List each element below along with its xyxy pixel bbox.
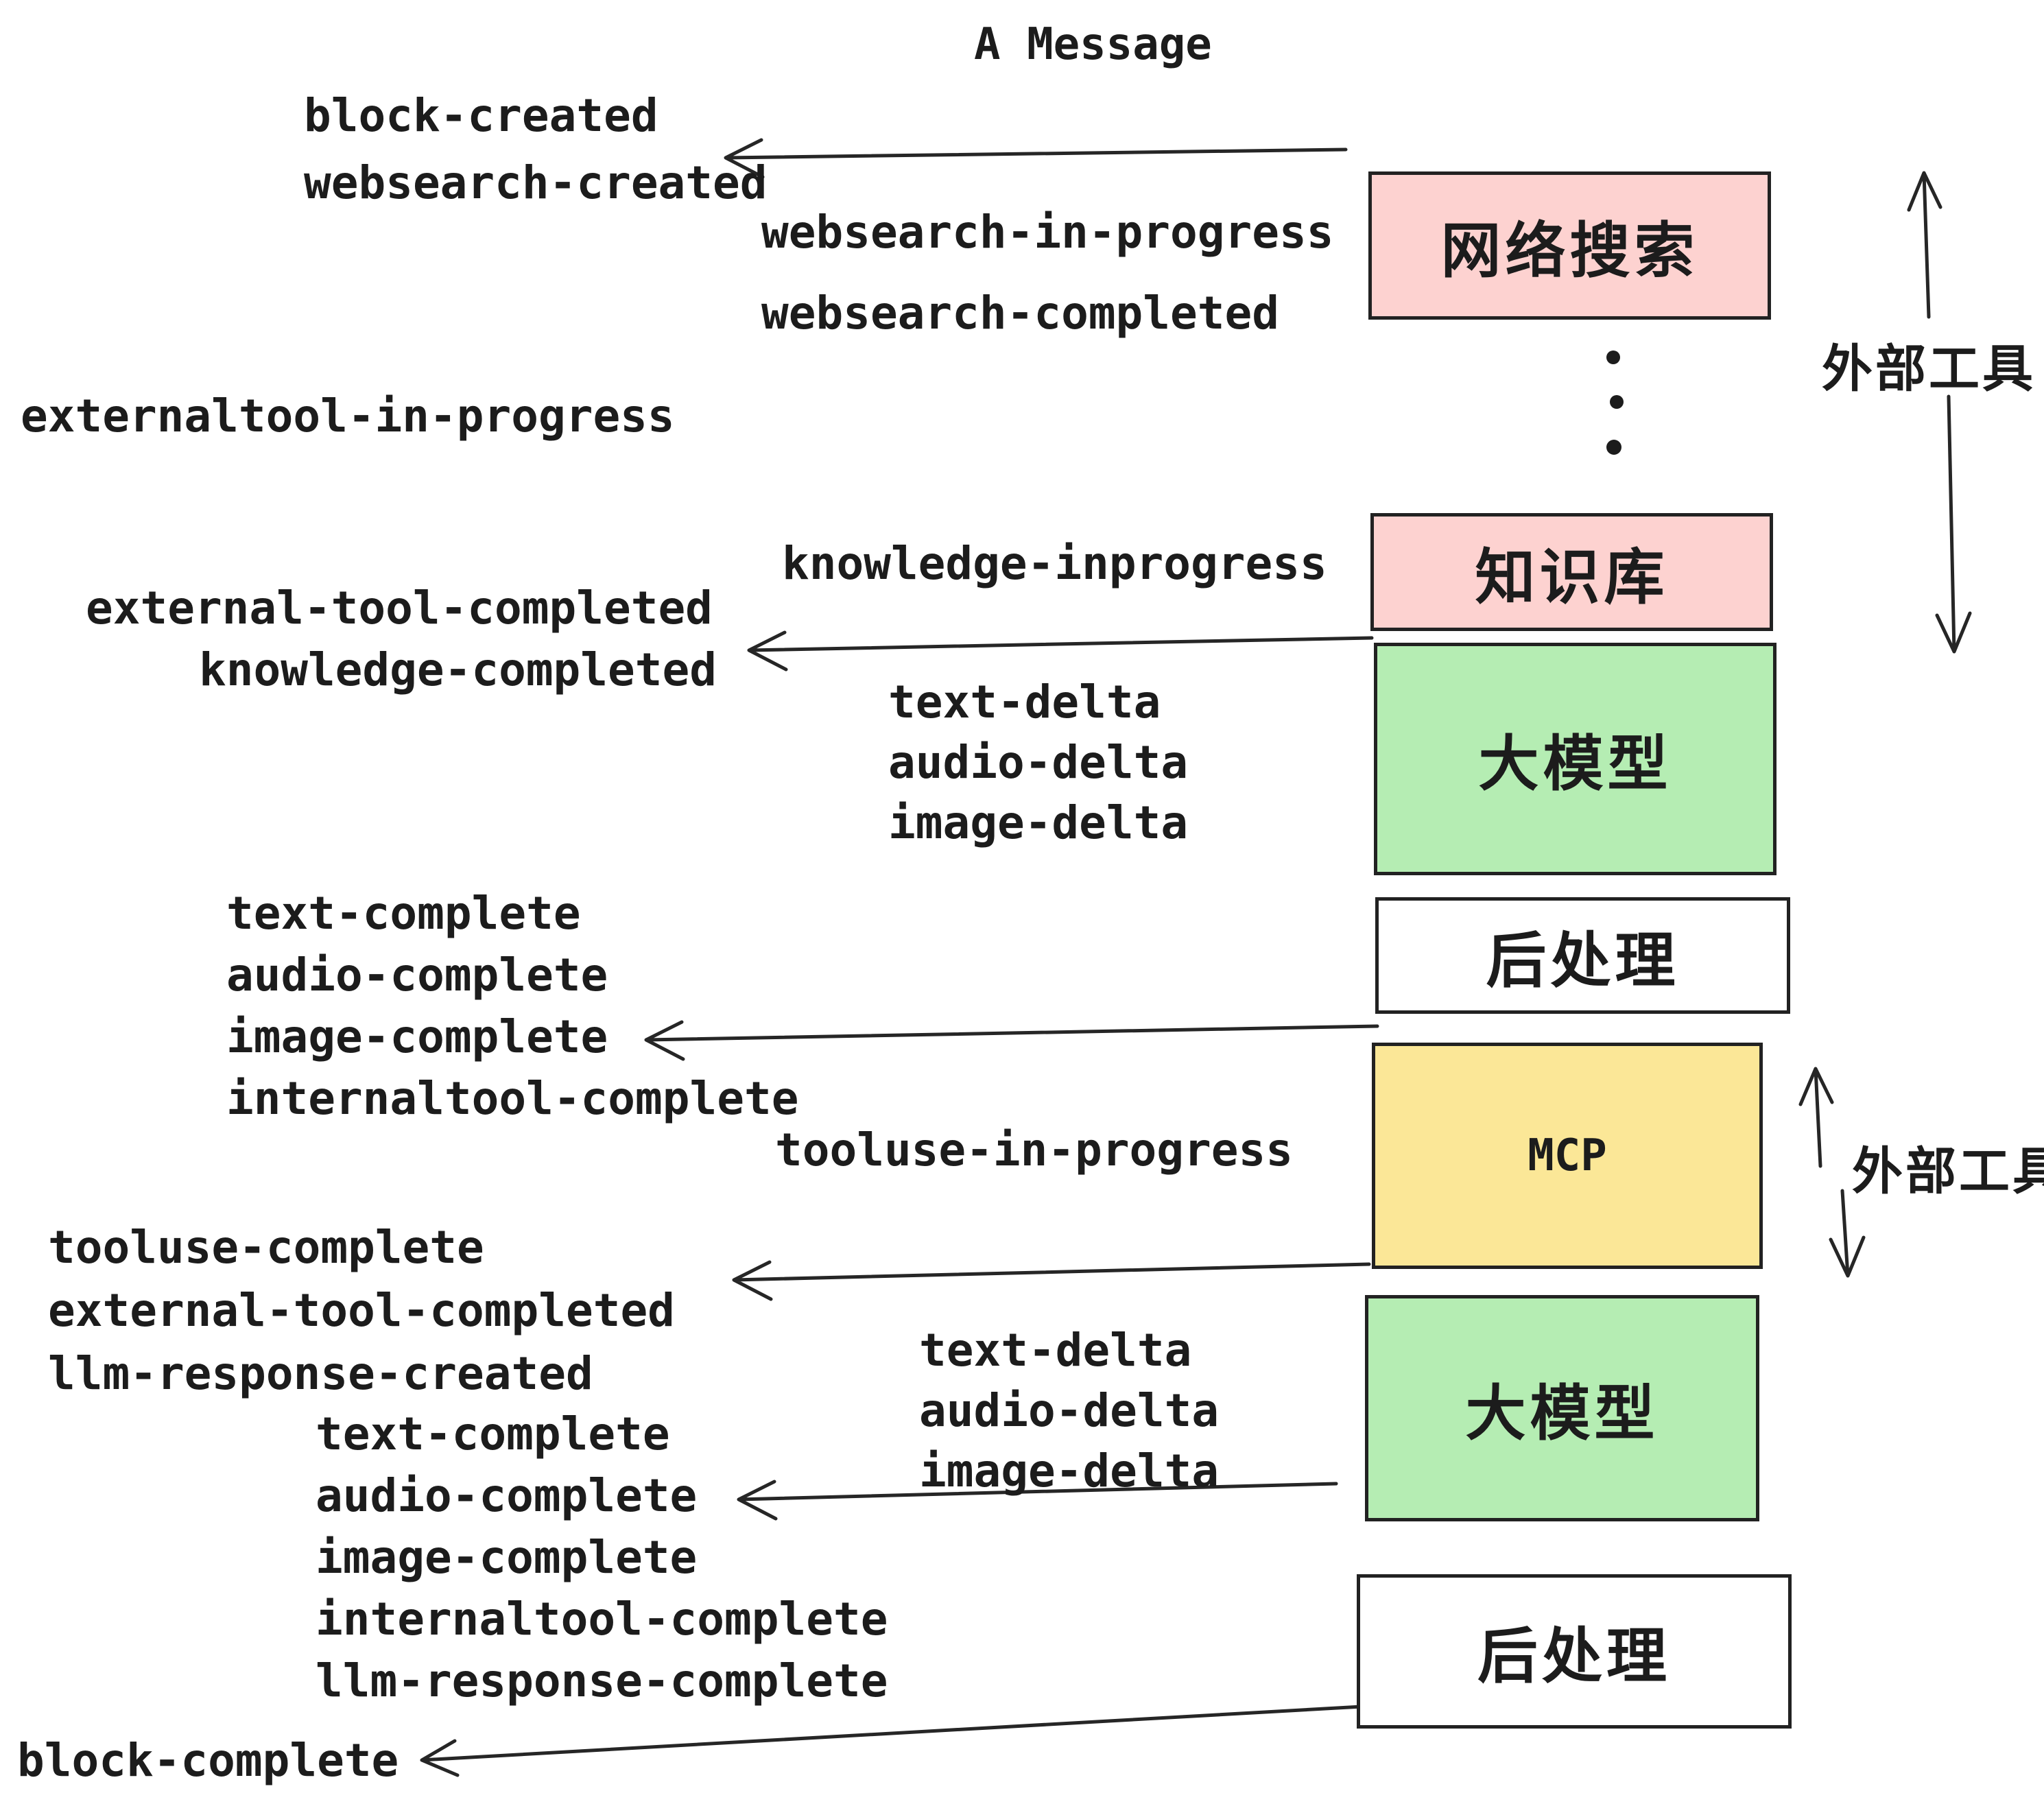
arrow-external-tools-mid-up (1798, 1067, 1834, 1168)
event-websearch-in-progress: websearch-in-progress (761, 206, 1334, 259)
box-postprocess-top-label: 后处理 (1486, 925, 1680, 996)
box-knowledge-label: 知识库 (1475, 541, 1669, 613)
arrow-llm-to-knowledge-completed (747, 630, 1374, 672)
event-tooluse-in-progress: tooluse-in-progress (775, 1124, 1293, 1176)
box-postprocess-bottom: 后处理 (1357, 1574, 1792, 1729)
box-llm-top-label: 大模型 (1478, 728, 1672, 799)
event-audio-delta: audio-delta (888, 736, 1189, 789)
event-block-created: block-created (304, 89, 658, 142)
event-audio-complete-2: audio-complete (316, 1469, 698, 1522)
box-mcp: MCP (1372, 1043, 1763, 1269)
box-knowledge: 知识库 (1370, 513, 1773, 631)
arrow-to-image-complete (644, 1020, 1379, 1061)
arrow-external-tools-top-up (1907, 171, 1942, 319)
event-text-complete: text-complete (226, 887, 581, 940)
arrow-to-block-complete (420, 1705, 1364, 1777)
box-postprocess-top: 后处理 (1375, 897, 1790, 1014)
event-knowledge-completed: knowledge-completed (199, 643, 717, 696)
event-llm-response-complete: llm-response-complete (316, 1654, 888, 1707)
event-websearch-created: websearch-created (304, 156, 768, 209)
box-postprocess-bottom-label: 后处理 (1477, 1621, 1671, 1692)
box-llm-bottom: 大模型 (1365, 1295, 1759, 1521)
event-tooluse-complete: tooluse-complete (48, 1221, 484, 1274)
arrow-external-tools-top-down (1935, 394, 1972, 654)
event-internaltool-complete-2: internaltool-complete (316, 1593, 888, 1646)
event-llm-response-created: llm-response-created (48, 1347, 593, 1400)
arrow-to-tooluse-complete (732, 1260, 1371, 1301)
annotation-external-tools-top: 外部工具 (1822, 340, 2036, 399)
event-external-tool-completed: external-tool-completed (86, 582, 713, 634)
box-llm-bottom-label: 大模型 (1465, 1377, 1659, 1449)
box-llm-top: 大模型 (1374, 643, 1776, 875)
arrow-websearch-to-block-created (724, 138, 1348, 179)
ellipsis-dot (1606, 440, 1621, 455)
event-internaltool-complete: internaltool-complete (226, 1072, 799, 1125)
event-block-complete: block-complete (17, 1734, 399, 1787)
event-text-delta: text-delta (888, 676, 1161, 728)
event-external-tool-completed-2: external-tool-completed (48, 1284, 675, 1337)
event-image-complete: image-complete (226, 1010, 608, 1063)
event-websearch-completed: websearch-completed (761, 287, 1279, 340)
annotation-external-tools-mid: 外部工具 (1852, 1142, 2044, 1201)
ellipsis-dot (1606, 351, 1620, 364)
box-websearch: 网络搜索 (1368, 171, 1771, 320)
box-mcp-label: MCP (1528, 1130, 1607, 1181)
event-audio-complete: audio-complete (226, 949, 608, 1001)
event-image-complete-2: image-complete (316, 1531, 698, 1584)
event-knowledge-inprogress: knowledge-inprogress (782, 537, 1327, 590)
event-image-delta-2: image-delta (919, 1445, 1220, 1497)
event-image-delta: image-delta (888, 796, 1189, 849)
diagram-title: A Message (974, 19, 1212, 70)
event-text-delta-2: text-delta (919, 1324, 1192, 1377)
ellipsis-dot (1610, 395, 1624, 409)
box-websearch-label: 网络搜索 (1440, 215, 1699, 286)
event-text-complete-2: text-complete (316, 1408, 670, 1460)
event-externaltool-in-progress: externaltool-in-progress (21, 390, 675, 442)
event-audio-delta-2: audio-delta (919, 1384, 1220, 1437)
